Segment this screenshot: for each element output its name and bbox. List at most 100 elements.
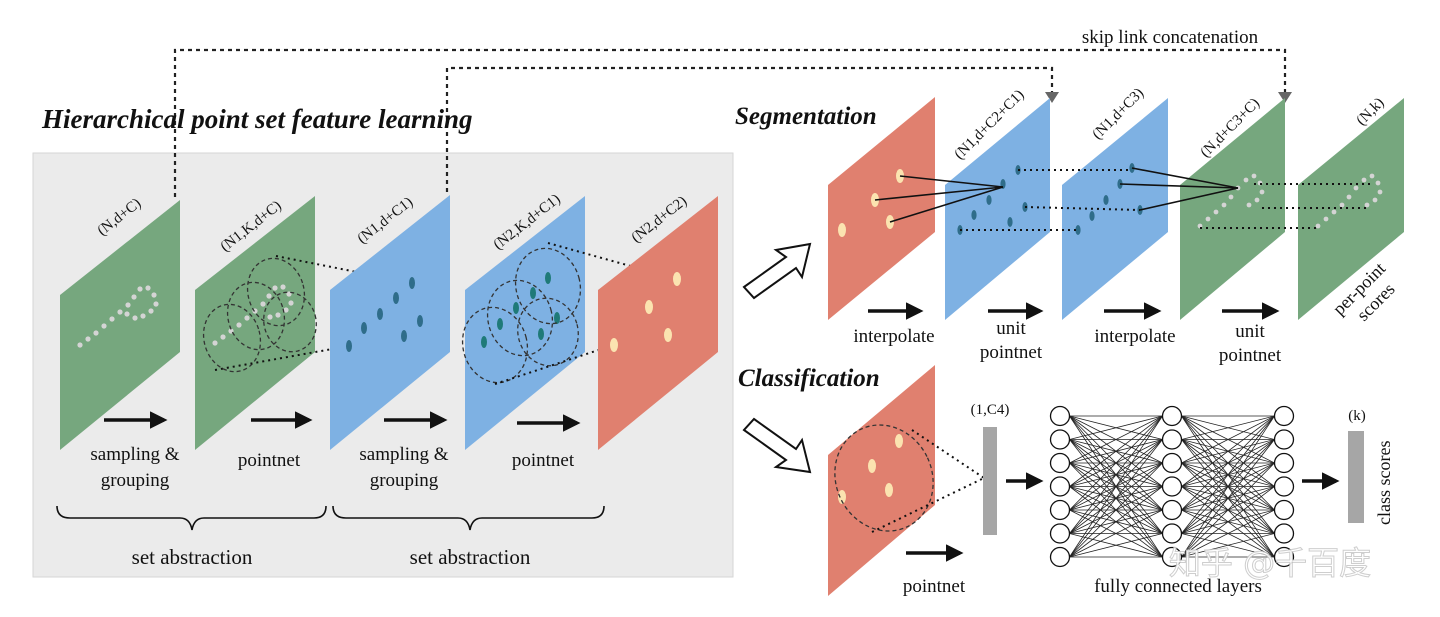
cls-red-points	[838, 434, 903, 504]
fc-neuron	[1273, 476, 1295, 497]
class-scores-bar	[1348, 431, 1364, 523]
fc-neuron	[1049, 405, 1071, 427]
label-unit1-b: pointnet	[980, 342, 1043, 363]
label-interpolate-2: interpolate	[1094, 326, 1175, 347]
label-sampling2-a: sampling &	[359, 444, 448, 465]
fc-connection	[1069, 509, 1163, 558]
fc-neuron	[1161, 429, 1183, 450]
fc-connection	[1069, 415, 1163, 487]
label-c2: (k)	[1348, 408, 1366, 424]
label-unit1-a: unit	[996, 318, 1026, 339]
fc-neuron	[1161, 546, 1183, 568]
plane-sampled-features-2	[598, 196, 718, 450]
fc-connection	[1181, 415, 1275, 534]
fc-connection	[1069, 439, 1163, 558]
label-sampling2-b: grouping	[370, 470, 439, 491]
label-set-abstraction-2: set abstraction	[410, 545, 531, 569]
skip-link-label: skip link concatenation	[1082, 27, 1259, 48]
label-set-abstraction-1: set abstraction	[132, 545, 253, 569]
blue-plane-points-2	[481, 272, 560, 348]
hollow-arrow-to-segmentation	[742, 242, 812, 300]
skip-arrow-head-2	[1278, 92, 1292, 103]
fc-connection	[1069, 462, 1163, 558]
watermark: 知乎 @千百度	[1169, 544, 1371, 582]
set-abstraction-braces	[56, 505, 605, 531]
fc-neuron	[1161, 523, 1183, 544]
label-unit2-a: unit	[1235, 321, 1265, 342]
fc-neuron	[1049, 499, 1071, 521]
label-sampling1-a: sampling &	[90, 444, 179, 465]
segmentation-title: Segmentation	[735, 103, 877, 130]
seg-plane-red	[828, 97, 935, 320]
fc-neuron	[1273, 546, 1295, 568]
fc-connection	[1181, 415, 1275, 558]
fc-neuron	[1273, 429, 1295, 450]
label-c1: (1,C4)	[971, 402, 1010, 418]
fc-connection	[1181, 486, 1275, 558]
label-class-scores: class scores	[1374, 441, 1394, 525]
label-pointnet2: pointnet	[512, 450, 575, 471]
cls-grouping-circle	[834, 424, 934, 532]
fc-neuron	[1049, 523, 1071, 544]
seg-plane-blue-1	[945, 98, 1050, 320]
plane-input-points	[60, 200, 180, 450]
fc-neuron	[1161, 405, 1183, 427]
label-pointnet1: pointnet	[238, 450, 301, 471]
fc-neuron	[1049, 476, 1071, 497]
fc-neuron	[1049, 429, 1071, 450]
fc-connection	[1069, 415, 1163, 440]
plane-sampled-features-1	[330, 195, 450, 450]
label-cls-pointnet: pointnet	[903, 576, 966, 597]
connect-4-5	[494, 242, 678, 385]
seg-interpolate-lines-1	[874, 167, 1239, 223]
fc-neuron	[1273, 405, 1295, 427]
grouped-point-dots	[212, 284, 294, 346]
seg-dotted-lines	[960, 169, 1372, 231]
fc-neuron	[1161, 452, 1183, 474]
seg-blue-points-1	[957, 165, 1028, 235]
seg-green-points-1	[1197, 173, 1265, 229]
step-arrows-left	[104, 411, 581, 432]
seg-green-points-2	[1315, 173, 1383, 229]
fc-neuron	[1161, 476, 1183, 497]
plane-grouped-points	[195, 196, 315, 450]
label-interpolate-1: interpolate	[853, 326, 934, 347]
fc-connection	[1069, 415, 1163, 534]
fc-connection	[1069, 415, 1163, 464]
fully-connected-network	[1049, 405, 1295, 568]
grouping-circles-1	[202, 257, 317, 373]
hierarchical-title: Hierarchical point set feature learning	[41, 104, 473, 134]
seg-plane-green-1	[1180, 98, 1285, 320]
hollow-arrow-to-classification	[742, 417, 812, 474]
fc-neuron	[1049, 452, 1071, 474]
blue-plane-points-1	[346, 277, 423, 352]
fc-connection	[1181, 533, 1275, 558]
fc-connection	[1069, 486, 1163, 558]
skip-arrow-head-1	[1045, 92, 1059, 103]
label-unit2-b: pointnet	[1219, 345, 1282, 366]
fc-neuron	[1049, 546, 1071, 568]
red-plane-points-1	[610, 272, 681, 352]
classification-title: Classification	[738, 365, 880, 392]
seg-plane-green-2	[1298, 98, 1404, 320]
input-point-dots	[77, 285, 159, 348]
fc-neuron	[1161, 499, 1183, 521]
fc-connection	[1069, 415, 1163, 558]
fc-connection	[1181, 415, 1275, 487]
label-sampling1-b: grouping	[101, 470, 170, 491]
fc-connection	[1181, 415, 1275, 440]
fc-connection	[1181, 415, 1275, 464]
skip-link-lines	[173, 48, 1287, 197]
cls-plane-red	[828, 365, 935, 596]
fc-connection	[1181, 509, 1275, 558]
fc-connection	[1069, 533, 1163, 558]
grouping-circles-2	[461, 247, 582, 384]
plane-grouped-features	[465, 196, 585, 450]
fc-connection	[1069, 415, 1163, 511]
fc-neuron	[1273, 452, 1295, 474]
cls-connect-lines	[871, 429, 985, 533]
fc-connection	[1181, 439, 1275, 558]
cls-step-arrows	[906, 472, 1340, 562]
global-feature-bar	[983, 427, 997, 535]
